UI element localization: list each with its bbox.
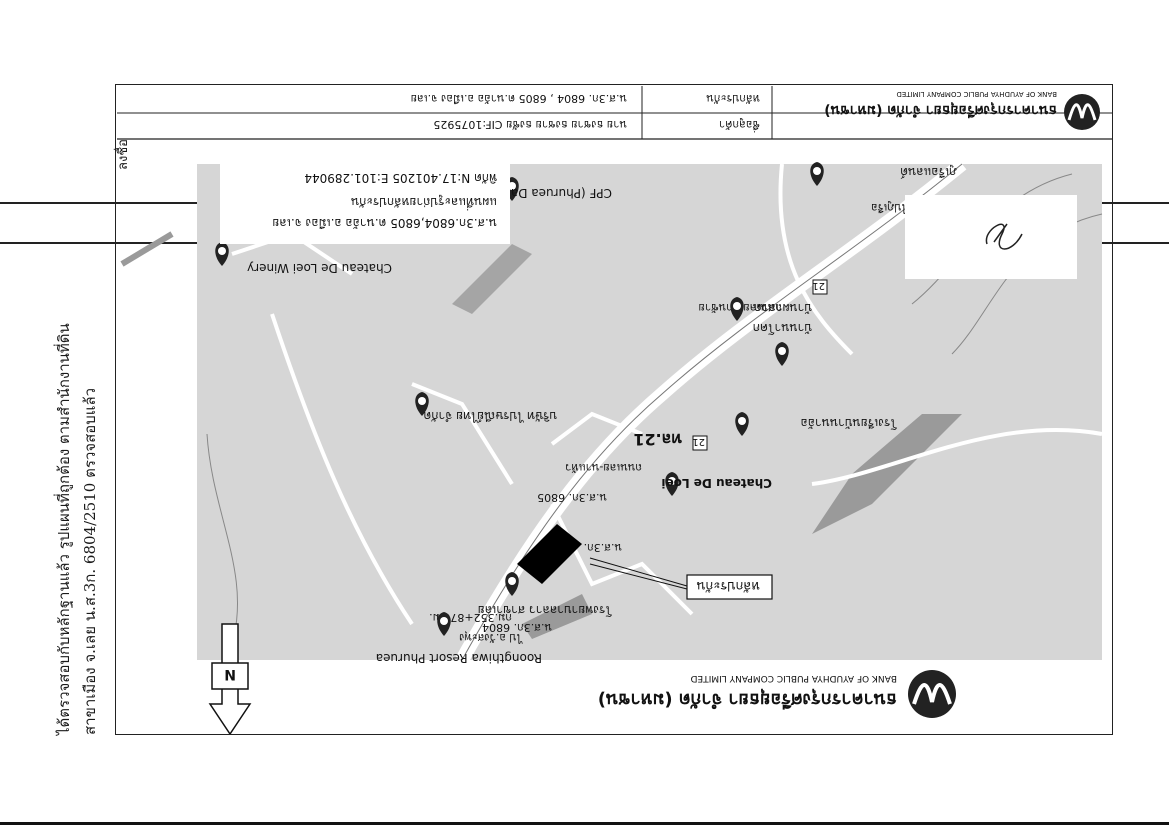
banner-bank-en: BANK OF AYUDHYA PUBLIC COMPANY LIMITED xyxy=(690,673,897,683)
header-bank-en: BANK OF AYUDHYA PUBLIC COMPANY LIMITED xyxy=(896,90,1057,98)
margin-note-sign: ลงชื่อ xyxy=(116,139,131,170)
pin-school xyxy=(735,412,749,436)
parcel-label-ns: น.ส.3ก. xyxy=(584,541,622,554)
pin-winery xyxy=(215,242,229,266)
banner-bank-th: ธนาคารกรุงศรีอยุธยา จำกัด (มหาชน) xyxy=(598,688,897,710)
field-parcel xyxy=(452,244,532,314)
poi-label-roongthiwa: Roongthiwa Resort Phuruea xyxy=(376,651,542,665)
poi-label-phasuat: บ้านผาสวด xyxy=(754,301,812,315)
poi-label-winery: Chateau De Loei Winery xyxy=(247,261,392,275)
scan-edge-bottom xyxy=(0,822,1169,825)
poi-label-nakhok: บ้านนาโคก xyxy=(753,321,812,335)
poi-label-school: โรงเรียนบ้านนาอ้อ xyxy=(801,416,897,430)
road-label-wangsaphung: ไป อ.วังสะพุง xyxy=(459,631,523,644)
road-shield xyxy=(692,435,708,451)
poi-label-hospital: โรงพยาบาลลาว สาขาเลย xyxy=(478,603,612,617)
pin-hospital xyxy=(505,572,519,596)
header-customer-label: ชื่อลูกค้า xyxy=(719,118,760,133)
pin-nakhok xyxy=(775,342,789,366)
road-shield-number: 21 xyxy=(692,436,705,447)
header-customer-value: นาย ธงชาย ธงชาย ธงชัย CIF:1075925 xyxy=(433,118,627,131)
header-collateral-value: น.ส.3ก. 6804 , 6805 ต.นาอ้อ อ.เมือง จ.เล… xyxy=(411,92,627,105)
map-sheet-svg: ทล.21 21 21 ไปภูเรือ ไป อ.วังสะพุง ถนนเล… xyxy=(117,86,1112,734)
bank-banner-map: ธนาคารกรุงศรีอยุธยา จำกัด (มหาชน) BANK O… xyxy=(598,670,956,718)
signature-box xyxy=(905,195,1077,279)
legend-coordinates: พิกัด N:17.401205 E:101.289044 xyxy=(304,171,497,185)
field-parcel xyxy=(522,594,592,639)
poi-label-phuruealand: ภูเรือแลนด์ xyxy=(900,164,957,179)
legend-line1: น.ส.3ก.6804,6805 ต.นาอ้อ อ.เมือง จ.เลย xyxy=(272,216,497,230)
road-shield xyxy=(812,279,828,295)
property-label: หลักประกัน xyxy=(697,578,760,593)
north-label: N xyxy=(224,666,236,682)
field-strip xyxy=(120,231,174,267)
pin-phuruealand xyxy=(810,162,824,186)
road-shield-number: 21 xyxy=(812,280,825,291)
property-parcel xyxy=(517,524,582,584)
rotated-content: ทล.21 21 21 ไปภูเรือ ไป อ.วังสะพุง ถนนเล… xyxy=(116,85,1112,734)
margin-note-2: สาขาเมือง จ.เลย น.ส.3ก. 6804/2510 ตรวจสอ… xyxy=(81,387,99,735)
highway-21-edge xyxy=(461,163,963,661)
leader-line xyxy=(589,563,688,590)
parcel-label-6805: น.ส.3ก. 6805 xyxy=(537,491,607,504)
leader-line xyxy=(589,557,688,587)
north-arrow: N xyxy=(208,623,252,734)
header-table: ธนาคารกรุงศรีอยุธยา จำกัด (มหาชน) BANK O… xyxy=(117,86,1112,140)
poi-label-chateau: Chateau De Loei xyxy=(661,476,772,490)
margin-note-1: ได้ตรวจสอบกับหลักฐานแล้ว รูปแผนที่ถูกต้อ… xyxy=(55,323,73,735)
road-label-naheaw: ถนนเลย-นาแห้ว xyxy=(565,461,642,474)
signature-mark xyxy=(985,223,1023,250)
pin-post xyxy=(415,392,429,416)
parcel-label-6804: น.ส.3ก. 6804 xyxy=(482,621,552,634)
road-label-phuruea: ไปภูเรือ xyxy=(871,201,908,214)
legend-line2: แผนที่และรูปถ่ายหลักประกัน xyxy=(351,194,497,211)
field-parcel xyxy=(812,414,962,534)
pin-chateau xyxy=(665,472,679,496)
collateral-map-sheet: ทล.21 21 21 ไปภูเรือ ไป อ.วังสะพุง ถนนเล… xyxy=(115,84,1113,735)
property-label-box xyxy=(686,574,773,600)
pin-phasuat xyxy=(730,297,744,321)
road-label-main: ทล.21 xyxy=(633,430,682,449)
legend-box xyxy=(220,164,510,244)
pin-roongthiwa xyxy=(437,612,451,636)
header-collateral-label: หลักประกัน xyxy=(706,92,760,105)
header-bank-th: ธนาคารกรุงศรีอยุธยา จำกัด (มหาชน) xyxy=(824,102,1057,118)
poi-label-post: บริษัท ไปรษณีย์ไทย จำกัด xyxy=(424,409,558,423)
